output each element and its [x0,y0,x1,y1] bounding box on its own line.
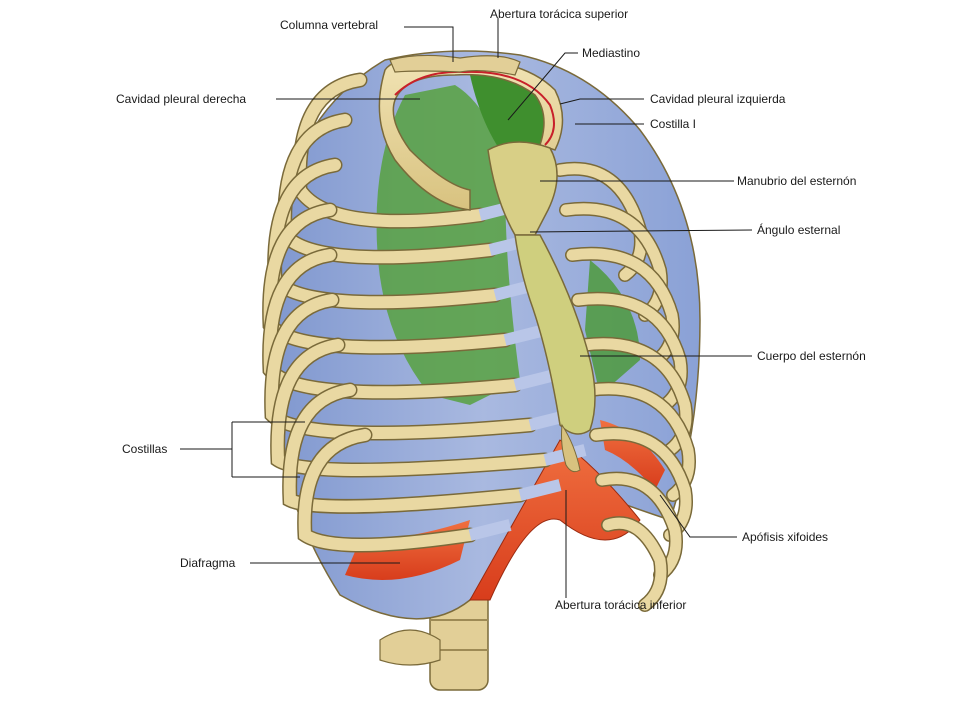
rib-right [283,384,526,513]
leader-lines [180,18,753,598]
first-rib [378,58,564,211]
label-costilla-i: Costilla I [650,117,697,131]
label-mediastino: Mediastino [582,46,641,60]
label-abertura-superior: Abertura torácica superior [490,7,629,21]
label-diafragma: Diafragma [180,556,236,570]
costal-cartilage [518,479,562,501]
label-cavidad-pleural-derecha: Cavidad pleural derecha [116,92,247,106]
costal-cartilage [468,519,512,541]
rib-left [596,473,682,581]
xiphoid-process [561,423,581,473]
rib-left [590,428,692,541]
vertebra-top [389,54,521,76]
label-angulo-esternal: Ángulo esternal [757,223,841,237]
superior-aperture-outline [394,70,555,146]
sternum-manubrium [487,141,558,236]
sternum-body [514,234,596,435]
costal-cartilage [513,369,557,391]
rib-right [271,339,551,476]
rib-left [602,517,667,611]
label-manubrio: Manubrio del esternón [737,174,857,188]
label-columna-vertebral: Columna vertebral [280,18,379,32]
label-abertura-inferior: Abertura torácica inferior [555,598,687,612]
rib-left [560,203,667,321]
label-cavidad-pleural-izquierda: Cavidad pleural izquierda [650,92,786,106]
label-cuerpo-esternon: Cuerpo del esternón [757,349,866,363]
costal-cartilage [503,324,547,346]
label-costillas: Costillas [122,442,168,456]
ribs [262,72,696,612]
label-apofisis-xifoides: Apófisis xifoides [742,530,829,544]
rib-right [298,429,476,551]
